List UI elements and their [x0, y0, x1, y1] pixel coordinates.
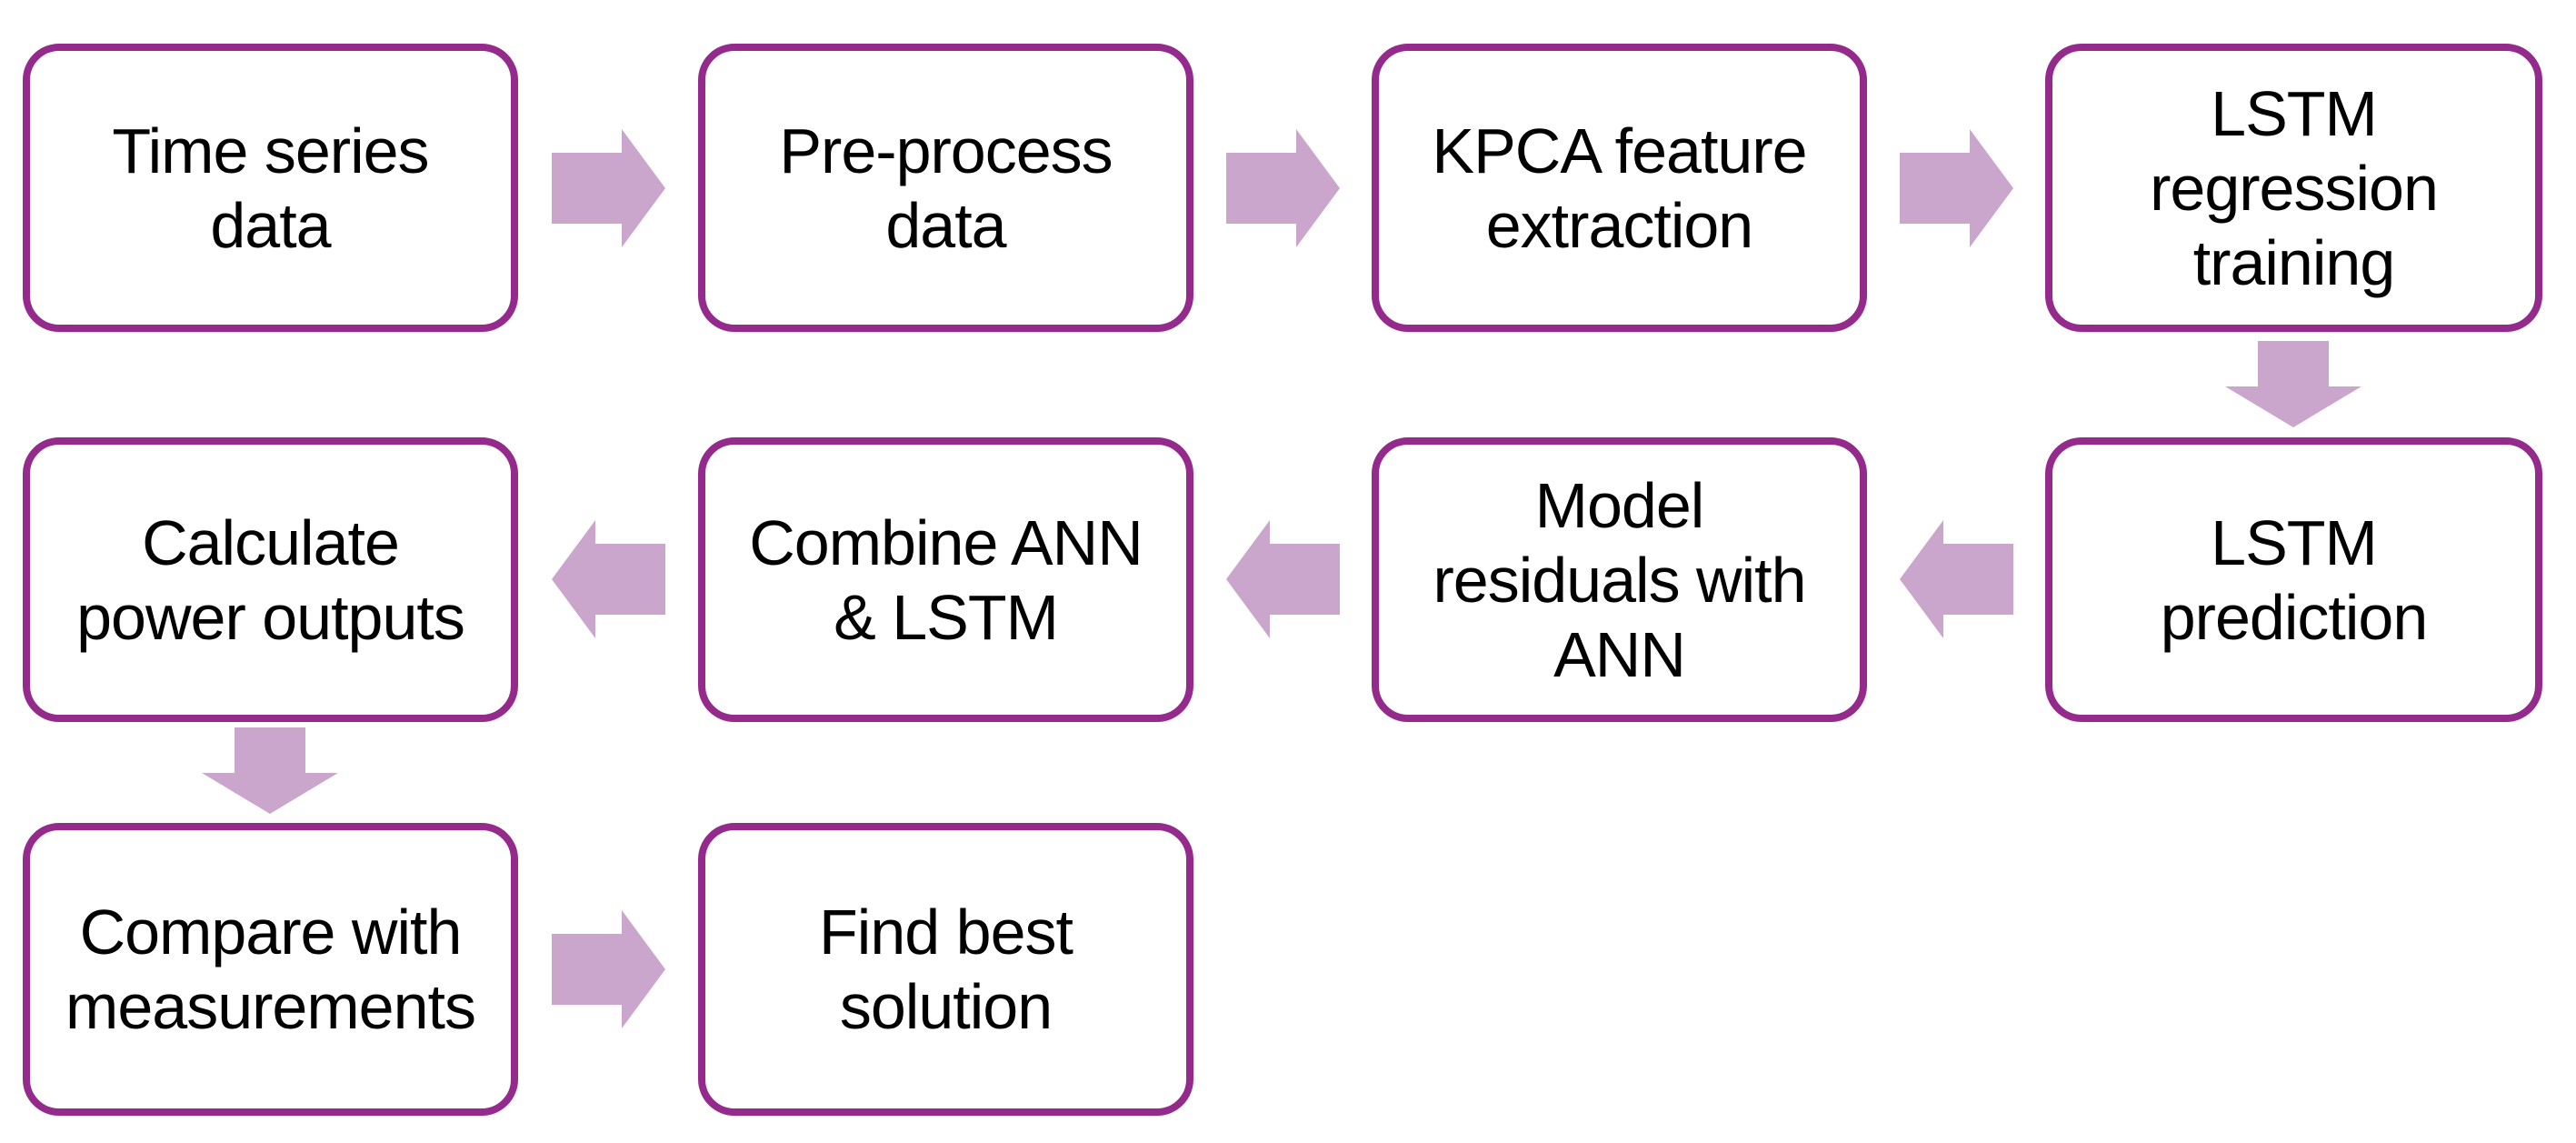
node-label: Pre-process data: [779, 115, 1113, 261]
node-label: Model residuals with ANN: [1433, 469, 1806, 690]
flow-node-model-residuals-with-ann: Model residuals with ANN: [1372, 437, 1867, 722]
node-label: LSTM regression training: [2150, 77, 2439, 298]
node-label: LSTM prediction: [2160, 506, 2429, 653]
arrow-down-icon: [202, 727, 338, 814]
node-label: Combine ANN & LSTM: [749, 506, 1143, 653]
arrow-down-icon: [2225, 341, 2361, 427]
node-label: Compare with measurements: [65, 897, 476, 1042]
arrow-left-icon: [1226, 520, 1340, 638]
arrow-left-icon: [552, 520, 665, 638]
node-label: Calculate power outputs: [76, 506, 465, 653]
arrow-right-icon: [552, 910, 665, 1028]
flow-node-find-best-solution: Find best solution: [698, 823, 1193, 1116]
node-label: KPCA feature extraction: [1432, 115, 1807, 261]
flow-node-lstm-regression-training: LSTM regression training: [2045, 44, 2542, 332]
flow-node-compare-with-measurements: Compare with measurements: [23, 823, 518, 1116]
flow-node-lstm-prediction: LSTM prediction: [2045, 437, 2542, 722]
node-label: Find best solution: [819, 897, 1073, 1042]
flow-node-kpca-feature-extraction: KPCA feature extraction: [1372, 44, 1867, 332]
flow-node-combine-ann-lstm: Combine ANN & LSTM: [698, 437, 1193, 722]
arrow-right-icon: [1226, 129, 1340, 247]
flow-node-pre-process-data: Pre-process data: [698, 44, 1193, 332]
arrow-right-icon: [1900, 129, 2013, 247]
node-label: Time series data: [112, 115, 429, 261]
flow-node-calculate-power-outputs: Calculate power outputs: [23, 437, 518, 722]
arrow-right-icon: [552, 129, 665, 247]
flow-node-time-series-data: Time series data: [23, 44, 518, 332]
arrow-left-icon: [1900, 520, 2013, 638]
